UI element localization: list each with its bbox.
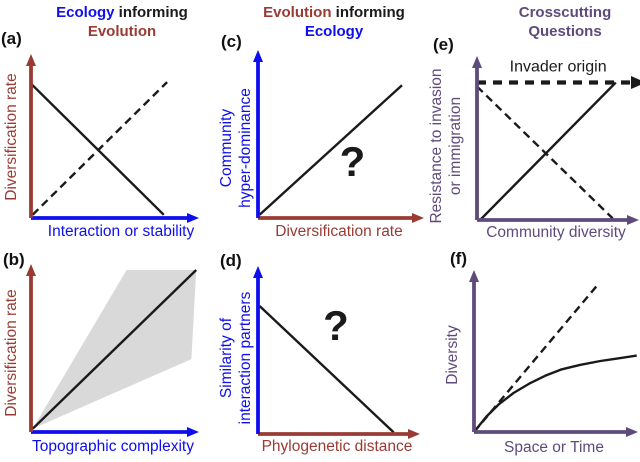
series-dashed-line: [476, 85, 614, 220]
x-axis-arrowhead: [187, 213, 199, 223]
series-solid-line: [258, 305, 395, 434]
title-segment: Crosscutting: [518, 4, 612, 21]
y-axis-arrowhead: [26, 54, 36, 66]
y-axis-arrowhead: [253, 50, 263, 62]
question-mark-annotation: ?: [323, 302, 349, 349]
title-line-1: Ecology informing: [27, 3, 217, 22]
title-segment: Questions: [528, 23, 602, 40]
column-title-crosscutting-questions: Crosscutting Questions: [470, 3, 640, 41]
y-axis-arrowhead: [26, 264, 36, 276]
column-title-ecology-informing-evolution: Ecology informing Evolution: [27, 3, 217, 41]
panel-d-y-axis-label: Similarity of interaction partners: [218, 291, 254, 425]
title-segment: Ecology: [56, 4, 119, 21]
panel-e-x-axis-label: Community diversity: [486, 224, 626, 241]
panel-b-y-axis-label: Diversification rate: [3, 289, 20, 417]
panel-a-plot: [26, 54, 199, 223]
x-axis-arrowhead: [626, 427, 638, 437]
panel-f-x-axis-label: Space or Time: [504, 439, 604, 456]
series-dashed-line: [31, 81, 168, 216]
panel-a-letter: (a): [1, 29, 22, 48]
panel-f-plot: [469, 270, 638, 437]
panel-e-y-axis-label: Resistance to invasion or immigration: [428, 68, 464, 224]
panel-d-letter: (d): [220, 251, 242, 270]
y-axis-arrowhead: [253, 266, 263, 278]
y-axis-arrowhead: [469, 270, 479, 282]
panel-e-letter: (e): [433, 35, 454, 54]
panel-c-letter: (c): [221, 32, 242, 51]
panel-b-letter: (b): [3, 250, 25, 269]
y-axis-arrowhead: [472, 56, 482, 68]
panel-e-plot: Invader origin: [472, 56, 640, 225]
title-line-1: Crosscutting: [470, 3, 640, 22]
panel-b-x-axis-label: Topographic complexity: [32, 438, 194, 455]
x-axis-arrowhead: [412, 213, 424, 223]
title-segment: Evolution: [87, 23, 157, 40]
title-segment: Evolution: [263, 4, 336, 21]
title-line-2: Evolution: [27, 22, 217, 41]
x-axis-arrowhead: [627, 215, 639, 225]
panel-c-plot: ?: [253, 50, 424, 223]
panel-c-y-axis-label: Community hyper-dominance: [218, 88, 254, 208]
x-axis-arrowhead: [408, 429, 420, 439]
panel-b-plot: [26, 264, 199, 437]
panel-c-x-axis-label: Diversification rate: [275, 223, 403, 240]
panel-d-plot: ?: [253, 266, 420, 439]
title-line-1: Evolution informing: [239, 3, 429, 22]
panel-d-x-axis-label: Phylogenetic distance: [261, 438, 413, 455]
series-solid-line: [31, 269, 198, 430]
column-title-evolution-informing-ecology: Evolution informing Ecology: [239, 3, 429, 41]
panel-a-x-axis-label: Interaction or stability: [47, 223, 195, 240]
panel-f-y-axis-label: Diversity: [444, 325, 461, 385]
series-solid-line: [473, 354, 637, 433]
series-solid-line: [258, 84, 403, 216]
panel-a-y-axis-label: Diversification rate: [3, 73, 20, 201]
title-segment: Ecology: [304, 23, 364, 40]
x-axis-arrowhead: [187, 427, 199, 437]
title-line-2: Ecology: [239, 22, 429, 41]
panel-f-letter: (f): [450, 249, 467, 268]
title-segment: informing: [335, 4, 405, 21]
title-line-2: Questions: [470, 22, 640, 41]
invader-origin-arrowhead: [631, 76, 640, 90]
title-segment: informing: [118, 4, 188, 21]
question-mark-annotation: ?: [340, 138, 366, 185]
invader-origin-label: Invader origin: [510, 58, 607, 75]
series-solid-line: [479, 81, 617, 221]
